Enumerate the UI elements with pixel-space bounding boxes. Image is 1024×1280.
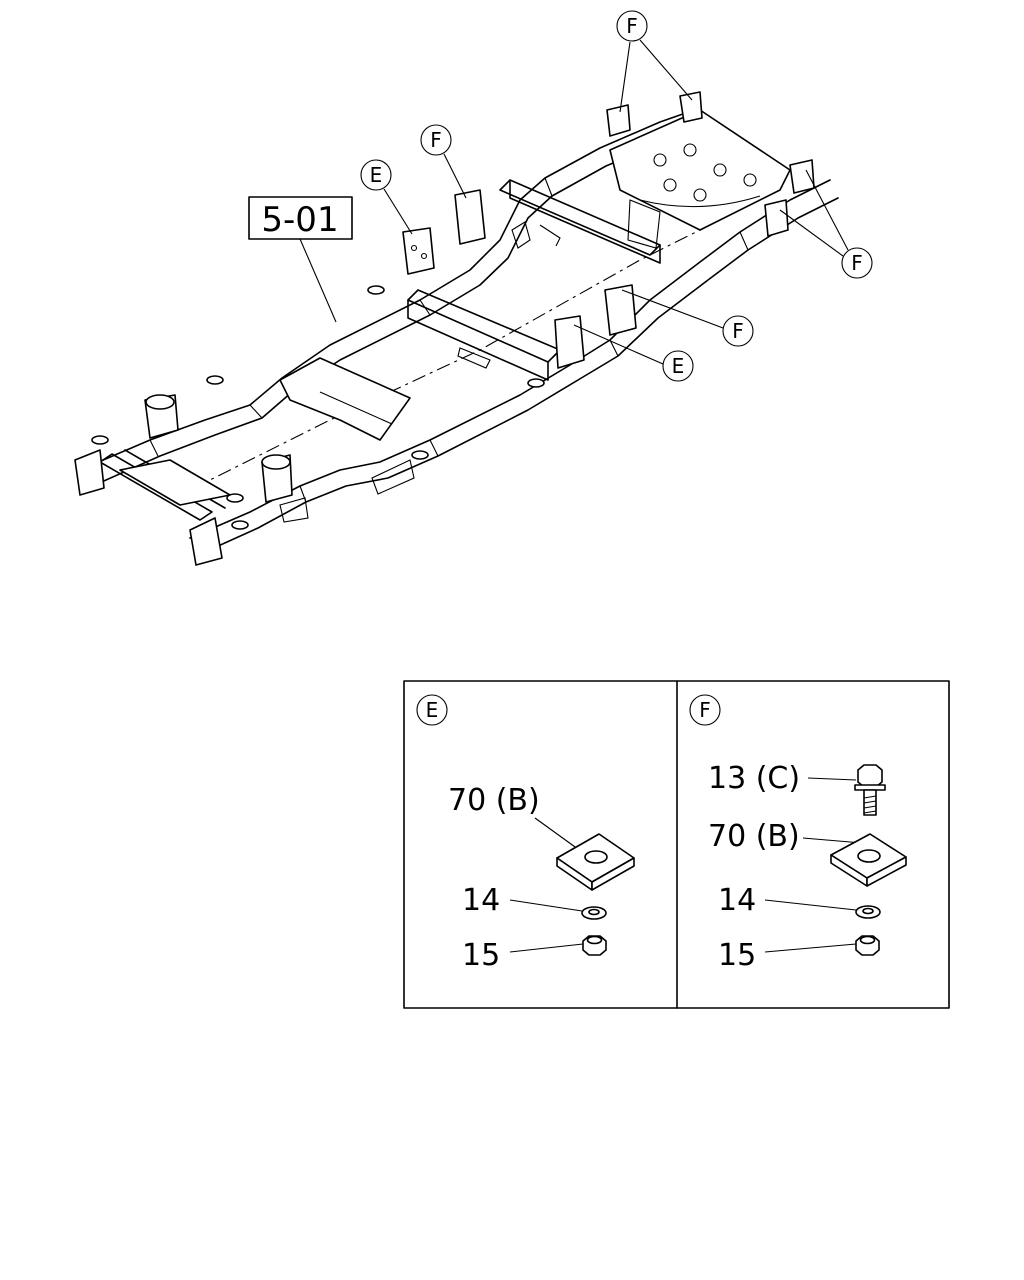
square-plate-icon (556, 833, 635, 891)
reference-label: 5-01 (261, 200, 338, 240)
chassis-frame-illustration (74, 91, 839, 566)
panel-e-washer-label: 14 (462, 883, 500, 918)
panel-f-nut-label: 15 (718, 938, 756, 973)
panel-f-washer-label: 14 (718, 883, 756, 918)
bolt-icon (854, 764, 886, 816)
svg-text:F: F (626, 14, 638, 38)
washer-icon (581, 906, 607, 920)
detail-panel-e: E 70 (B) 14 15 (416, 694, 635, 973)
washer-icon (855, 905, 881, 919)
nut-icon (582, 935, 607, 956)
panel-f-bolt-label: 13 (C) (708, 761, 800, 796)
panel-f-plate-label: 70 (B) (708, 819, 800, 854)
callout-f-mid: F (420, 124, 467, 199)
panel-f-header: F (699, 698, 711, 722)
svg-text:F: F (430, 128, 442, 152)
svg-text:F: F (732, 319, 744, 343)
callout-f-right: F (779, 169, 873, 279)
body-mount-pads (91, 285, 545, 530)
svg-text:E: E (672, 354, 685, 378)
panel-e-header: E (426, 698, 439, 722)
panel-e-plate-label: 70 (B) (448, 783, 540, 818)
detail-panel-f: F 13 (C) 70 (B) 14 15 (689, 694, 907, 973)
callout-e-top: E (360, 159, 413, 235)
square-plate-icon (830, 833, 907, 887)
svg-text:E: E (370, 163, 383, 187)
panel-e-nut-label: 15 (462, 938, 500, 973)
callout-f-top: F (616, 10, 693, 113)
nut-icon (855, 935, 880, 956)
svg-text:F: F (851, 251, 863, 275)
callout-e-lower: E (573, 324, 694, 382)
callout-f-lower: F (621, 289, 754, 347)
